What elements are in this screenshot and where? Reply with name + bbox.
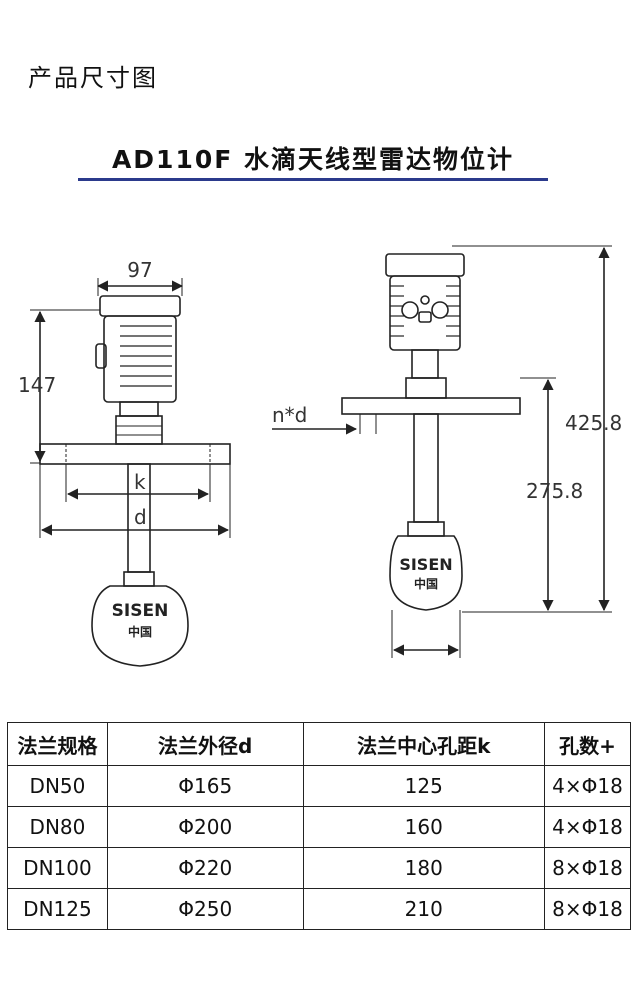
left-antenna-collar (123, 571, 155, 587)
dim-label-k: k (134, 470, 146, 494)
left-antenna-drop (91, 585, 189, 667)
cell-spec: DN125 (7, 888, 108, 930)
right-housing-cap (385, 253, 465, 277)
dimension-drawing: SISEN 中国 97 147 k d (18, 245, 622, 667)
right-neck (411, 349, 439, 379)
cell-spec: DN100 (7, 847, 108, 889)
document-title: AD110F 水滴天线型雷达物位计 (111, 145, 515, 174)
cell-holes: 8×Φ18 (544, 847, 631, 889)
left-logo-sub: 中国 (128, 624, 152, 639)
left-housing-body (103, 315, 177, 403)
right-logo-brand: SISEN (399, 555, 452, 574)
cell-bolt-circle: 180 (302, 847, 546, 889)
dim-label-d: d (134, 505, 147, 529)
table-header-row: 法兰规格 法兰外径d 法兰中心孔距k 孔数+ (7, 722, 631, 766)
left-hex-nut (115, 415, 163, 445)
cell-bolt-circle: 210 (302, 888, 546, 930)
cell-outer-diameter: Φ200 (106, 806, 304, 848)
right-antenna-drop (389, 535, 463, 611)
table-row: DN50 Φ165 125 4×Φ18 (7, 765, 631, 807)
flange-spec-table: 法兰规格 法兰外径d 法兰中心孔距k 孔数+ DN50 Φ165 125 4×Φ… (7, 722, 631, 930)
right-logo-sub: 中国 (414, 576, 438, 591)
dim-label-nd: n*d (272, 403, 307, 427)
right-view: SISEN 中国 n*d 425.8 275.8 (272, 245, 622, 658)
cell-outer-diameter: Φ220 (106, 847, 304, 889)
header-flange-spec: 法兰规格 (7, 722, 108, 766)
right-housing-fins (390, 285, 460, 337)
left-logo-brand: SISEN (112, 601, 169, 621)
left-cable-gland (95, 343, 107, 369)
dim-label-4258: 425.8 (565, 411, 622, 435)
left-housing-fins (120, 325, 172, 387)
cell-holes: 4×Φ18 (544, 765, 631, 807)
section-label: 产品尺寸图 (28, 64, 158, 92)
header-hole-count: 孔数+ (544, 722, 631, 766)
right-antenna-collar (407, 521, 445, 537)
right-cable-gland-left (401, 301, 419, 319)
table-row: DN80 Φ200 160 4×Φ18 (7, 806, 631, 848)
table-row: DN100 Φ220 180 8×Φ18 (7, 847, 631, 889)
dim-label-2758: 275.8 (526, 479, 583, 503)
dim-label-97: 97 (127, 258, 152, 282)
left-view: SISEN 中国 97 147 k d (18, 258, 231, 667)
cell-holes: 8×Φ18 (544, 888, 631, 930)
cell-spec: DN50 (7, 765, 108, 807)
right-housing-body (389, 275, 461, 351)
dim-label-147: 147 (18, 373, 56, 397)
right-indicator-bottom (418, 311, 432, 323)
cell-bolt-circle: 160 (302, 806, 546, 848)
right-flange (341, 397, 521, 415)
right-rod (413, 413, 439, 523)
table-row: DN125 Φ250 210 8×Φ18 (7, 888, 631, 930)
title-underline (78, 178, 548, 181)
right-indicator-top (420, 295, 430, 305)
header-bolt-circle: 法兰中心孔距k (302, 722, 546, 766)
cell-outer-diameter: Φ250 (106, 888, 304, 930)
left-housing-cap (99, 295, 181, 317)
header-outer-diameter: 法兰外径d (106, 722, 304, 766)
cell-spec: DN80 (7, 806, 108, 848)
left-flange (39, 443, 231, 465)
cell-holes: 4×Φ18 (544, 806, 631, 848)
right-hex-nut (405, 377, 447, 399)
cell-bolt-circle: 125 (302, 765, 546, 807)
cell-outer-diameter: Φ165 (106, 765, 304, 807)
right-cable-gland-right (431, 301, 449, 319)
left-neck (119, 401, 159, 417)
